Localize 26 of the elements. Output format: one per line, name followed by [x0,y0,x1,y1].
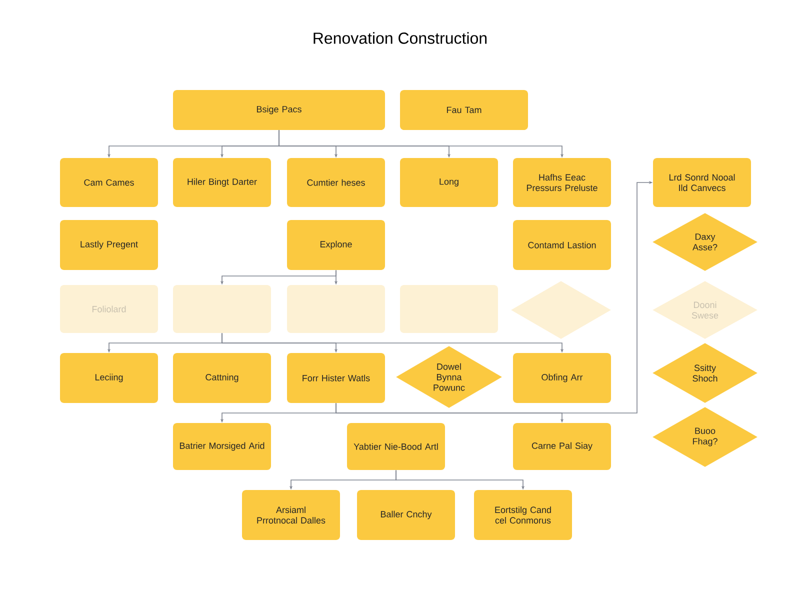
empty-box [173,285,271,333]
process-box: Lrd Sonrd Nooal Ild Canvecs [653,158,751,207]
process-box: Cumtier heses [287,158,385,207]
process-box: Batrier Morsiged Arid [173,423,271,470]
empty-box [287,285,385,333]
process-box: Hafhs Eeac Pressurs Preluste [513,158,611,207]
process-box: Long [400,158,498,207]
process-box: Arsiaml Prrotnocal Dalles [242,490,340,540]
process-box: Fau Tam [400,90,528,130]
process-box: Eortstilg Cand cel Conmorus [474,490,572,540]
process-box: Carne Pal Siay [513,423,611,470]
empty-diamond [511,281,611,339]
process-box: Bsige Pacs [173,90,385,130]
process-box: Baller Cnchy [357,490,455,540]
process-box: Contamd Lastion [513,220,611,270]
title: Renovation Construction [314,32,487,44]
process-box: Lastly Pregent [60,220,158,270]
process-box: Yabtier Nie-Bood Artl [347,423,445,470]
process-box: Cattning [173,353,271,403]
process-box: Obfing Arr [513,353,611,403]
process-box: Explone [287,220,385,270]
empty-box [400,285,498,333]
process-box: Leciing [60,353,158,403]
process-box: Hiler Bingt Darter [173,158,271,207]
process-box: Forr Hister Watls [287,353,385,403]
process-box: Cam Cames [60,158,158,207]
